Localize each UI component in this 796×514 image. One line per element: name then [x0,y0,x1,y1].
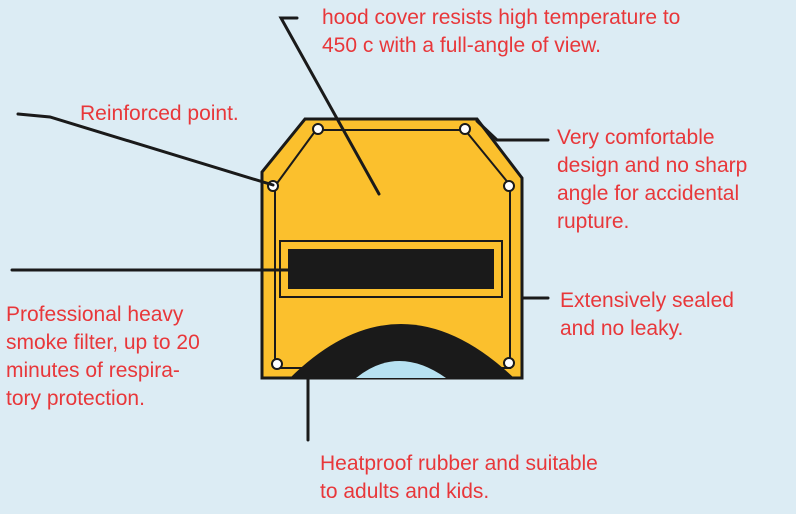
hood-body [260,117,524,380]
label-reinforced-point: Reinforced point. [80,102,239,125]
leader-comfort [475,119,550,142]
reinforced-point-dot [503,180,515,192]
leader-lines [10,16,550,442]
label-comfortable-design: Very comfortable design and no sharp ang… [557,126,748,233]
leader-hood [278,16,381,196]
label-heatproof-rubber: Heatproof rubber and suitable to adults … [320,452,598,503]
reinforced-point-dot [312,123,324,135]
label-hood-cover: hood cover resists high temperature to 4… [322,6,681,57]
rubber-seal [290,324,514,378]
label-sealed: Extensively sealed and no leaky. [560,289,734,340]
reinforced-point-dot [271,358,283,370]
label-smoke-filter: Professional heavy smoke filter, up to 2… [6,303,200,410]
filter-slot [288,249,494,289]
reinforced-point-dot [503,357,515,369]
leader-reinforced [16,112,275,187]
neck-opening [356,361,446,378]
reinforced-point-dot [459,123,471,135]
